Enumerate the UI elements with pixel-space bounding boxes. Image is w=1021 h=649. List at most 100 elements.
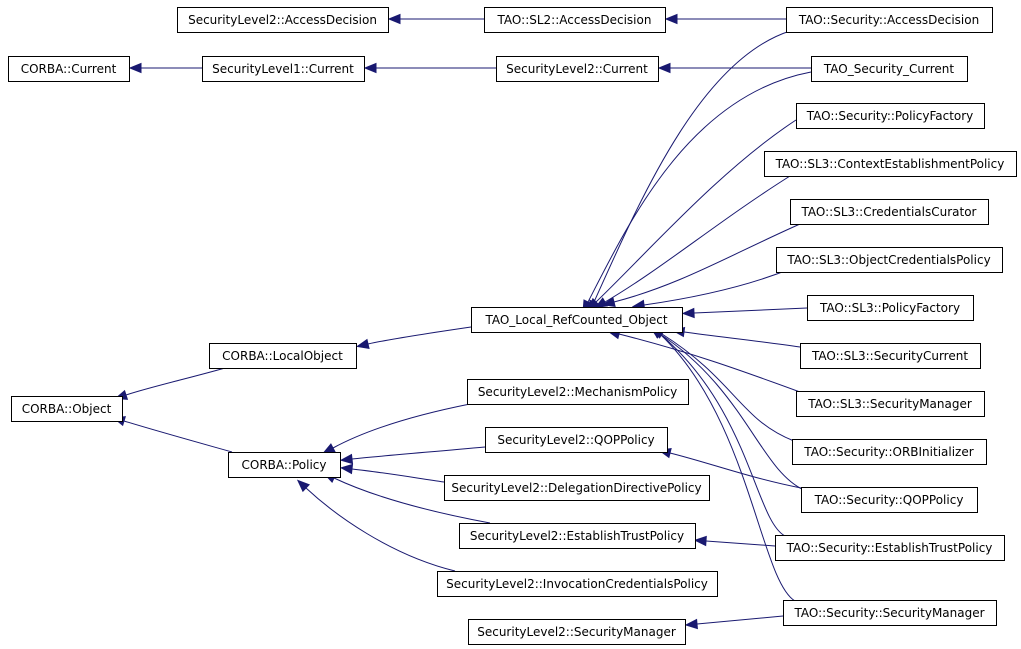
- edge-sl2-mechanismpolicy-to-corba-policy: [322, 403, 471, 454]
- class-box: [776, 247, 1003, 273]
- inheritance-arrowhead: [363, 62, 377, 74]
- edge-line: [669, 452, 802, 489]
- class-box: [783, 600, 997, 626]
- edge-line: [613, 223, 801, 303]
- class-node-tao-security-policyfactory[interactable]: TAO::Security::PolicyFactory: [796, 103, 985, 129]
- edge-line: [367, 326, 472, 345]
- class-label: SecurityLevel2::EstablishTrustPolicy: [470, 529, 684, 543]
- class-node-tao-security-securitymanager[interactable]: TAO::Security::SecurityManager: [783, 600, 997, 626]
- class-node-sl2-establishtrustpolicy[interactable]: SecurityLevel2::EstablishTrustPolicy: [459, 523, 696, 549]
- class-label: TAO_Security_Current: [823, 62, 954, 76]
- class-node-tao-security-current[interactable]: TAO_Security_Current: [811, 56, 968, 82]
- class-label: TAO::SL3::ObjectCredentialsPolicy: [786, 253, 990, 267]
- class-label: CORBA::Current: [21, 62, 117, 76]
- class-node-corba-object[interactable]: CORBA::Object: [11, 396, 123, 422]
- inheritance-arrowhead: [657, 62, 671, 74]
- edge-line: [683, 331, 801, 348]
- class-node-tao-sl3-securitycurrent[interactable]: TAO::SL3::SecurityCurrent: [800, 343, 981, 369]
- class-box: [786, 7, 993, 33]
- edge-line: [333, 477, 491, 524]
- class-label: TAO::Security::SecurityManager: [793, 606, 984, 620]
- class-node-sl2-delegationdirectivepolicy[interactable]: SecurityLevel2::DelegationDirectivePolic…: [444, 475, 710, 501]
- class-box: [202, 56, 365, 82]
- class-box: [790, 199, 989, 225]
- class-box: [444, 475, 710, 501]
- edge-sl2-invocationcredentialspolicy-to-corba-policy: [296, 479, 456, 572]
- inheritance-arrowhead: [339, 453, 354, 465]
- edge-tao-security-establishtrustpolicy-to-tao-local-refcounted-object: [650, 326, 786, 537]
- class-label: SecurityLevel2::Current: [506, 62, 648, 76]
- class-node-sl2-current[interactable]: SecurityLevel2::Current: [496, 56, 659, 82]
- class-box: [800, 343, 981, 369]
- edge-tao-security-establishtrustpolicy-to-sl2-establishtrustpolicy: [693, 535, 776, 547]
- class-node-tao-security-establishtrustpolicy[interactable]: TAO::Security::EstablishTrustPolicy: [775, 535, 1005, 561]
- edge-corba-policy-to-corba-object: [112, 416, 233, 453]
- class-node-tao-sl3-securitymanager[interactable]: TAO::SL3::SecurityManager: [796, 391, 985, 417]
- class-node-sl2-accessdecision[interactable]: SecurityLevel2::AccessDecision: [177, 7, 389, 33]
- edge-sl2-current-to-sl1-current: [363, 62, 496, 74]
- class-box: [764, 151, 1017, 177]
- edge-line: [351, 468, 445, 483]
- class-box: [471, 307, 683, 333]
- edge-line: [696, 615, 784, 625]
- class-node-tao-security-accessdecision[interactable]: TAO::Security::AccessDecision: [786, 7, 993, 33]
- class-label: TAO::Security::QOPPolicy: [814, 493, 964, 507]
- edge-line: [661, 333, 795, 442]
- class-node-corba-localobject[interactable]: CORBA::LocalObject: [209, 343, 357, 369]
- edge-line: [693, 307, 808, 314]
- edge-line: [123, 420, 233, 453]
- edge-tao-security-policyfactory-to-tao-local-refcounted-object: [587, 119, 797, 311]
- inheritance-arrowhead: [339, 463, 354, 475]
- class-node-tao-security-orbinitializer[interactable]: TAO::Security::ORBInitializer: [792, 439, 987, 465]
- edge-line: [332, 403, 471, 449]
- class-label: CORBA::Object: [22, 402, 112, 416]
- class-node-sl2-invocationcredentialspolicy[interactable]: SecurityLevel2::InvocationCredentialsPol…: [437, 571, 718, 597]
- class-box: [467, 379, 689, 405]
- edge-tao-security-current-to-sl2-current: [657, 62, 811, 74]
- class-label: SecurityLevel2::QOPPolicy: [497, 433, 654, 447]
- class-label: TAO_Local_RefCounted_Object: [484, 313, 667, 327]
- inheritance-arrowhead: [296, 479, 310, 493]
- class-node-tao-sl2-accessdecision[interactable]: TAO::SL2::AccessDecision: [484, 7, 666, 33]
- class-node-sl2-securitymanager[interactable]: SecurityLevel2::SecurityManager: [468, 619, 686, 645]
- class-node-tao-security-qoppolicy[interactable]: TAO::Security::QOPPolicy: [801, 487, 978, 513]
- class-box: [811, 56, 968, 82]
- class-node-tao-sl3-contextestablishmentpolicy[interactable]: TAO::SL3::ContextEstablishmentPolicy: [764, 151, 1017, 177]
- class-label: TAO::SL3::PolicyFactory: [819, 301, 960, 315]
- edge-line: [595, 119, 797, 303]
- inheritance-arrowhead: [356, 338, 370, 350]
- class-box: [485, 427, 668, 453]
- edge-sl2-qoppolicy-to-corba-policy: [339, 446, 486, 465]
- edge-line: [705, 540, 776, 547]
- edge-line: [587, 71, 812, 303]
- edge-tao-security-qoppolicy-to-tao-local-refcounted-object: [649, 327, 805, 491]
- edge-sl1-current-to-corba-current: [128, 62, 202, 74]
- class-label: SecurityLevel2::SecurityManager: [477, 625, 676, 639]
- class-label: TAO::SL3::ContextEstablishmentPolicy: [775, 157, 1005, 171]
- class-box: [209, 343, 357, 369]
- class-box: [801, 487, 978, 513]
- inheritance-arrowhead: [681, 307, 695, 319]
- class-label: CORBA::LocalObject: [222, 349, 343, 363]
- class-box: [8, 56, 130, 82]
- class-node-tao-sl3-policyfactory[interactable]: TAO::SL3::PolicyFactory: [807, 295, 974, 321]
- node-layer: SecurityLevel2::AccessDecision TAO::SL2::…: [8, 7, 1017, 645]
- class-node-corba-policy[interactable]: CORBA::Policy: [228, 452, 341, 478]
- class-node-tao-sl3-credentialscurator[interactable]: TAO::SL3::CredentialsCurator: [790, 199, 989, 225]
- class-node-sl2-qoppolicy[interactable]: SecurityLevel2::QOPPolicy: [485, 427, 668, 453]
- class-node-tao-local-refcounted-object[interactable]: TAO_Local_RefCounted_Object: [471, 307, 683, 333]
- class-label: TAO::SL2::AccessDecision: [497, 13, 652, 27]
- edge-sl2-delegationdirectivepolicy-to-corba-policy: [339, 463, 445, 483]
- class-label: TAO::SL3::CredentialsCurator: [800, 205, 976, 219]
- class-node-corba-current[interactable]: CORBA::Current: [8, 56, 130, 82]
- class-label: SecurityLevel2::InvocationCredentialsPol…: [446, 577, 708, 591]
- class-box: [496, 56, 659, 82]
- class-node-sl1-current[interactable]: SecurityLevel1::Current: [202, 56, 365, 82]
- edge-line: [593, 30, 791, 303]
- class-node-tao-sl3-objectcredentialspolicy[interactable]: TAO::SL3::ObjectCredentialsPolicy: [776, 247, 1003, 273]
- class-box: [775, 535, 1005, 561]
- class-label: SecurityLevel2::AccessDecision: [188, 13, 377, 27]
- edge-line: [305, 487, 456, 572]
- edge-tao-sl3-securitycurrent-to-tao-local-refcounted-object: [671, 326, 801, 348]
- class-node-sl2-mechanismpolicy[interactable]: SecurityLevel2::MechanismPolicy: [467, 379, 689, 405]
